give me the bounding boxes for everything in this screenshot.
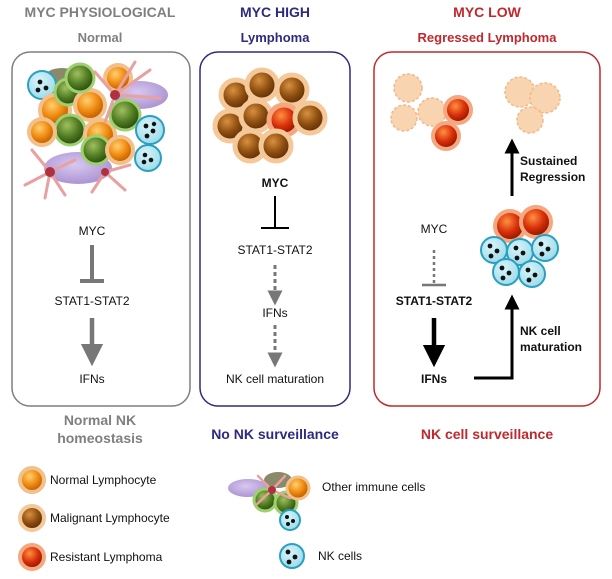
legend-normal-icon xyxy=(18,466,46,494)
legend-malignant-icon xyxy=(18,504,46,532)
label-stat-lymphoma: STAT1-STAT2 xyxy=(237,243,313,257)
label-nk-cell: NK cell xyxy=(520,324,561,338)
subheader-regressed-lymphoma: Regressed Lymphoma xyxy=(417,30,557,45)
label-maturation: maturation xyxy=(520,340,583,354)
nk-attack-cluster xyxy=(480,205,559,288)
footer-normal-line2: homeostasis xyxy=(57,430,143,446)
label-nk-maturation-lymphoma: NK cell maturation xyxy=(225,372,325,386)
footer-normal-line1: Normal NK xyxy=(63,412,137,428)
lymphoma-cluster xyxy=(212,67,328,164)
legend-nk-icon xyxy=(279,543,305,569)
label-ifn-regressed: IFNs xyxy=(420,372,447,386)
regressed-cells-cluster xyxy=(390,73,561,151)
footer-no-nk-surveillance: No NK surveillance xyxy=(211,426,339,442)
panel-lymphoma-box xyxy=(199,51,351,407)
label-myc-lymphoma: MYC xyxy=(261,176,289,190)
legend-resistant-label: Resistant Lymphoma xyxy=(50,550,163,564)
ifn-to-nk-maturation-arrow xyxy=(474,294,520,380)
panel-regressed-box xyxy=(373,51,601,407)
header-myc-high: MYC HIGH xyxy=(240,4,310,20)
normal-tissue-cluster xyxy=(23,60,168,200)
label-ifn-lymphoma: IFNs xyxy=(262,306,288,320)
label-stat-regressed: STAT1-STAT2 xyxy=(395,294,473,308)
legend-other-immune-label: Other immune cells xyxy=(322,480,426,494)
label-myc-normal: MYC xyxy=(78,224,106,238)
header-myc-low: MYC LOW xyxy=(453,4,521,20)
subheader-normal: Normal xyxy=(77,30,123,45)
header-myc-physiological: MYC PHYSIOLOGICAL xyxy=(24,4,176,20)
legend-normal-label: Normal Lymphocyte xyxy=(50,473,157,487)
label-sustained: Sustained xyxy=(520,154,578,168)
footer-nk-cell-surveillance: NK cell surveillance xyxy=(420,426,554,442)
subheader-lymphoma: Lymphoma xyxy=(240,30,310,45)
legend-icons xyxy=(18,466,311,571)
label-ifn-normal: IFNs xyxy=(79,372,105,386)
label-myc-regressed: MYC xyxy=(420,222,448,236)
label-stat-normal: STAT1-STAT2 xyxy=(54,294,130,308)
panel-normal-box xyxy=(11,51,191,407)
label-regression: Regression xyxy=(520,170,586,184)
legend-nk-label: NK cells xyxy=(318,549,363,563)
legend-other-immune-icon xyxy=(228,472,311,531)
legend-malignant-label: Malignant Lymphocyte xyxy=(50,511,170,525)
legend-resistant-icon xyxy=(18,543,46,571)
